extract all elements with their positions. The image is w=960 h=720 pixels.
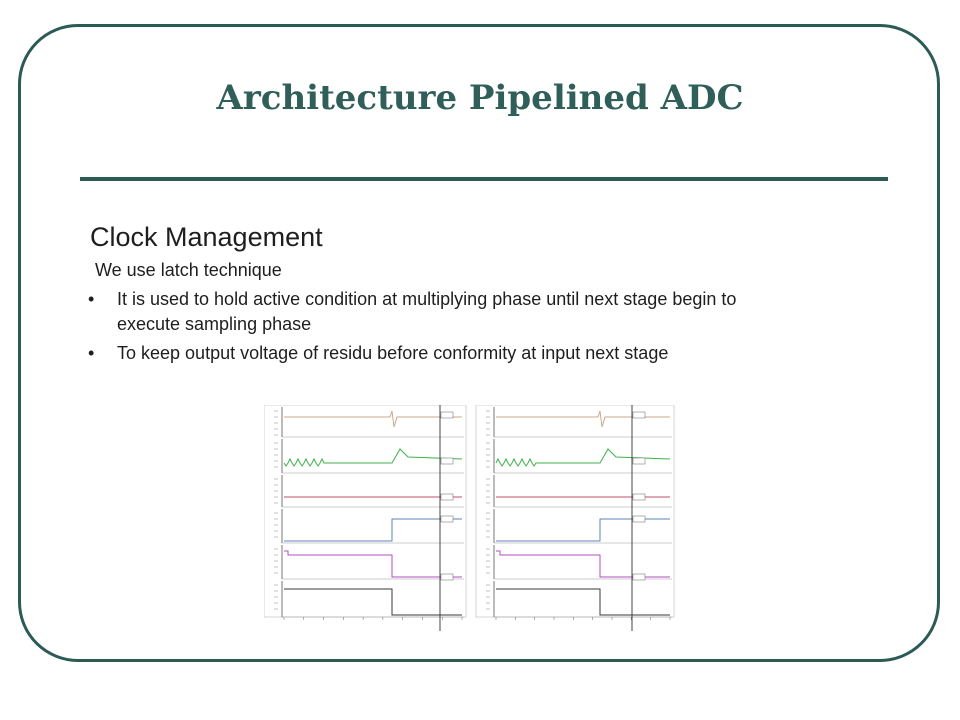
cursor-marker (632, 411, 646, 419)
waveform-image (264, 405, 675, 631)
cursor-marker (632, 457, 646, 465)
title-divider (80, 177, 888, 181)
trace-green (283, 448, 463, 467)
trace-purple (496, 550, 670, 578)
bullet-list: • It is used to hold active condition at … (88, 287, 748, 370)
trace-black (496, 588, 670, 616)
slide-title: Architecture Pipelined ADC (216, 78, 744, 118)
bullet-text: To keep output voltage of residu before … (117, 343, 669, 363)
trace-green (495, 448, 671, 467)
panel-frame (264, 405, 467, 618)
cursor-marker (440, 515, 454, 523)
section-heading: Clock Management (90, 222, 323, 252)
trace-tan (496, 410, 670, 428)
panel-frame (475, 405, 675, 618)
cursor-marker (440, 457, 454, 465)
trace-blue (284, 518, 462, 542)
bullet-icon: • (88, 343, 95, 363)
cursor-marker (440, 573, 454, 581)
bullet-icon: • (88, 289, 95, 309)
waveform-figure (264, 405, 676, 633)
cursor-marker (440, 411, 454, 419)
cursor-marker (440, 493, 454, 501)
bullet-item-2: • To keep output voltage of residu before… (88, 341, 748, 366)
cursor-marker (632, 573, 646, 581)
cursor-marker (632, 493, 646, 501)
bullet-item-1: • It is used to hold active condition at … (88, 287, 748, 337)
trace-tan (284, 410, 462, 428)
slide-frame (18, 24, 940, 662)
cursor-marker (632, 515, 646, 523)
trace-purple (284, 550, 462, 578)
intro-text: We use latch technique (95, 260, 282, 280)
bullet-text: It is used to hold active condition at m… (117, 289, 737, 334)
trace-black (284, 588, 462, 616)
